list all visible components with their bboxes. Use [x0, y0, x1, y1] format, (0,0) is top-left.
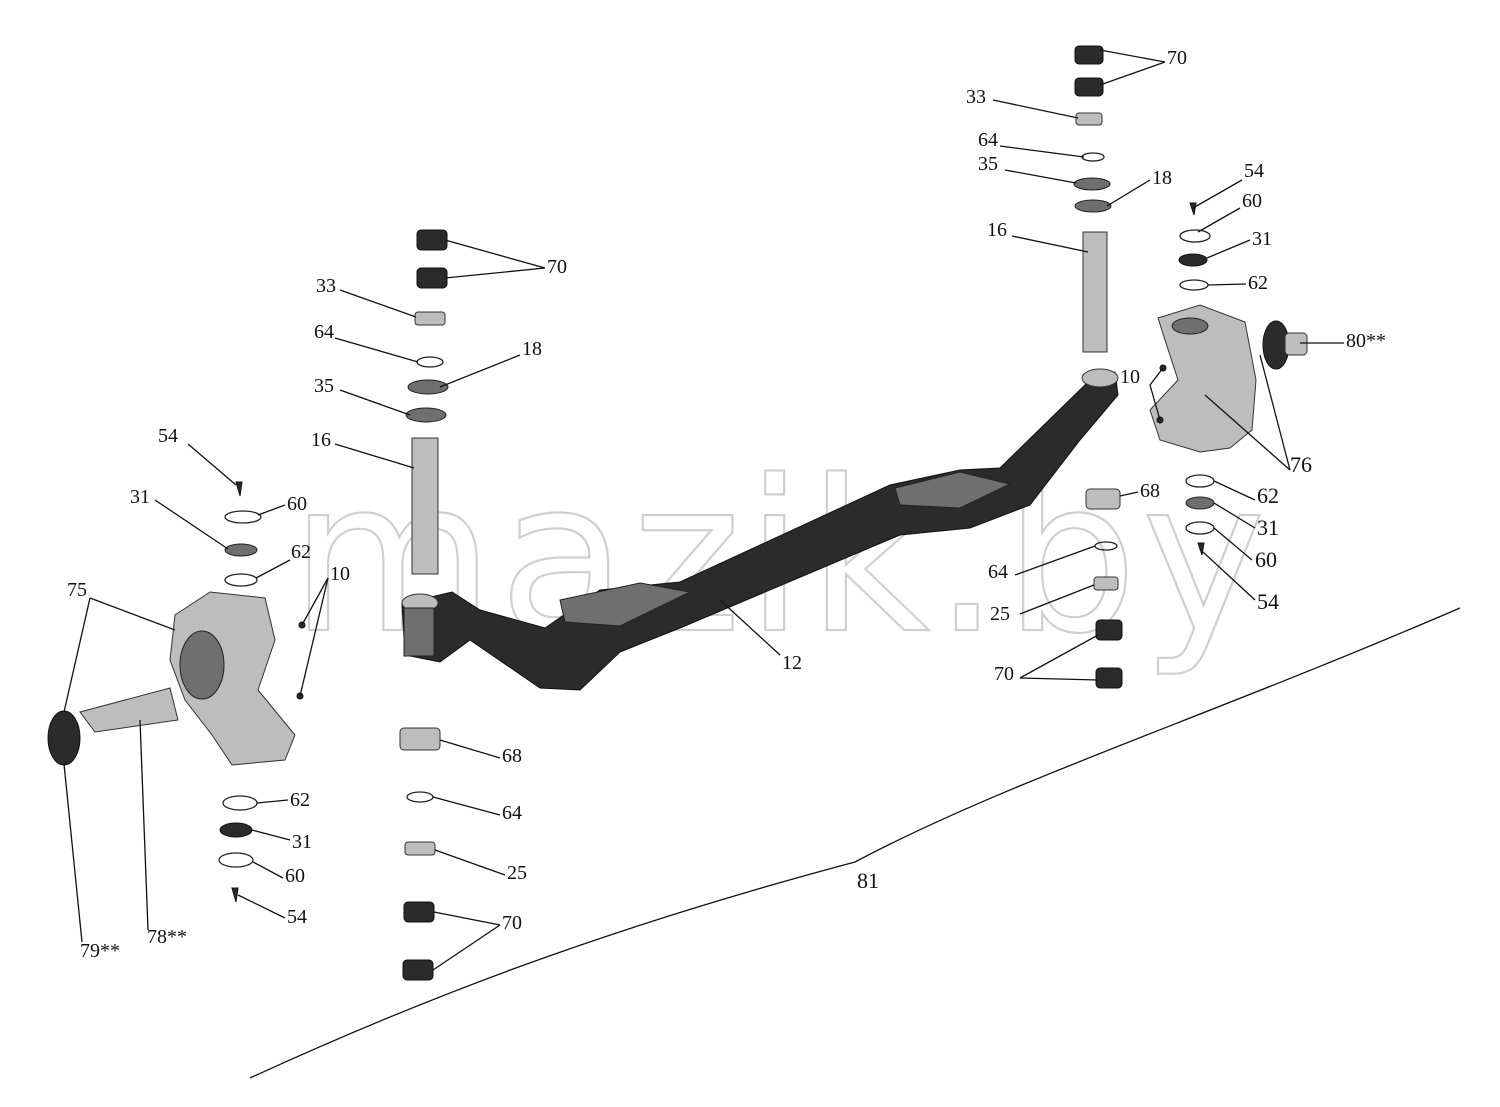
- label-31: 31: [1252, 228, 1272, 250]
- grease-fitting-54-r2: [1197, 542, 1205, 556]
- label-60: 60: [287, 493, 307, 515]
- bushing-70-c: [403, 901, 435, 923]
- ring-64-r: [1081, 152, 1105, 162]
- left-top-stack: [405, 229, 449, 575]
- bushing-25-r: [1093, 576, 1119, 591]
- ring-62-l: [224, 573, 258, 587]
- ring-60-r: [1179, 229, 1211, 243]
- label-25: 25: [990, 603, 1010, 625]
- label-12: 12: [782, 652, 802, 674]
- bushing-70-g: [1095, 619, 1123, 641]
- bushing-70-a: [416, 229, 448, 251]
- label-62: 62: [291, 541, 311, 563]
- bushing-33-r: [1075, 112, 1103, 126]
- ring-62-bl: [222, 795, 258, 811]
- kingpin-16: [411, 437, 439, 575]
- label-18: 18: [522, 338, 542, 360]
- label-31: 31: [1257, 515, 1279, 540]
- right-bottom-stack: [1085, 488, 1123, 689]
- ring-60-bl: [218, 852, 254, 868]
- bushing-70-e: [1074, 45, 1104, 65]
- seal-79: [47, 710, 81, 766]
- label-60: 60: [285, 865, 305, 887]
- label-62: 62: [1257, 483, 1279, 508]
- washer-18: [407, 379, 449, 395]
- label-70: 70: [547, 256, 567, 278]
- label-70: 70: [1167, 47, 1187, 69]
- label-64: 64: [978, 129, 998, 151]
- grease-fitting-54-l: [235, 481, 243, 497]
- label-35: 35: [314, 375, 334, 397]
- washer-18-r: [1074, 199, 1112, 213]
- ring-64-b: [406, 791, 434, 803]
- bushing-70-h: [1095, 667, 1123, 689]
- label-54: 54: [158, 425, 178, 447]
- axle-beam: [401, 368, 1119, 691]
- label-16: 16: [987, 219, 1007, 241]
- label-10: 10: [1120, 366, 1140, 388]
- contour-line-81: [249, 607, 1461, 1079]
- label-35: 35: [978, 153, 998, 175]
- ring-60-l: [224, 510, 262, 524]
- label-80: 80**: [1346, 330, 1386, 352]
- label-60: 60: [1255, 547, 1277, 572]
- label-64: 64: [502, 802, 522, 824]
- right-top-stack: [1073, 45, 1112, 353]
- label-64: 64: [314, 321, 334, 343]
- label-64: 64: [988, 561, 1008, 583]
- label-60: 60: [1242, 190, 1262, 212]
- seal-31-r2: [1185, 496, 1215, 510]
- left-bottom-stack: [399, 727, 441, 981]
- label-18: 18: [1152, 167, 1172, 189]
- kingpin-16-r: [1082, 231, 1108, 353]
- label-62: 62: [290, 789, 310, 811]
- label-25: 25: [507, 862, 527, 884]
- label-33: 33: [966, 86, 986, 108]
- bushing-33: [414, 311, 446, 326]
- ring-62-r: [1179, 279, 1209, 291]
- bearing-68: [399, 727, 441, 751]
- ring-64: [416, 356, 444, 368]
- washer-35: [405, 407, 447, 423]
- bushing-70-f: [1074, 77, 1104, 97]
- label-81: 81: [857, 868, 879, 893]
- seal-31-bl: [219, 822, 253, 838]
- label-31: 31: [292, 831, 312, 853]
- seal-31-l: [224, 543, 258, 557]
- grease-fitting-54-bl: [231, 887, 239, 903]
- label-54: 54: [287, 906, 307, 928]
- label-68: 68: [502, 745, 522, 767]
- label-78: 78**: [147, 926, 187, 948]
- label-10: 10: [330, 563, 350, 585]
- label-62: 62: [1248, 272, 1268, 294]
- label-54: 54: [1244, 160, 1264, 182]
- bushing-70-d: [402, 959, 434, 981]
- bushing-70-b: [416, 267, 448, 289]
- label-75: 75: [67, 579, 87, 601]
- label-68: 68: [1140, 480, 1160, 502]
- washer-35-r: [1073, 177, 1111, 191]
- label-79: 79**: [80, 940, 120, 962]
- part-labels: 70 33 64 35 18 16 54 60 31 62 80** 10 76…: [67, 47, 1386, 962]
- leader-lines: [63, 49, 1344, 971]
- right-steering-knuckle: [1149, 202, 1308, 556]
- label-54: 54: [1257, 589, 1279, 614]
- label-76: 76: [1290, 452, 1312, 477]
- bearing-68-r: [1085, 488, 1121, 510]
- label-70: 70: [994, 663, 1014, 685]
- label-33: 33: [316, 275, 336, 297]
- left-steering-knuckle: [47, 481, 306, 903]
- seal-31-r: [1178, 253, 1208, 267]
- grease-fitting-54-r: [1189, 202, 1197, 216]
- label-31: 31: [130, 486, 150, 508]
- bushing-25: [404, 841, 436, 856]
- label-16: 16: [311, 429, 331, 451]
- label-70: 70: [502, 912, 522, 934]
